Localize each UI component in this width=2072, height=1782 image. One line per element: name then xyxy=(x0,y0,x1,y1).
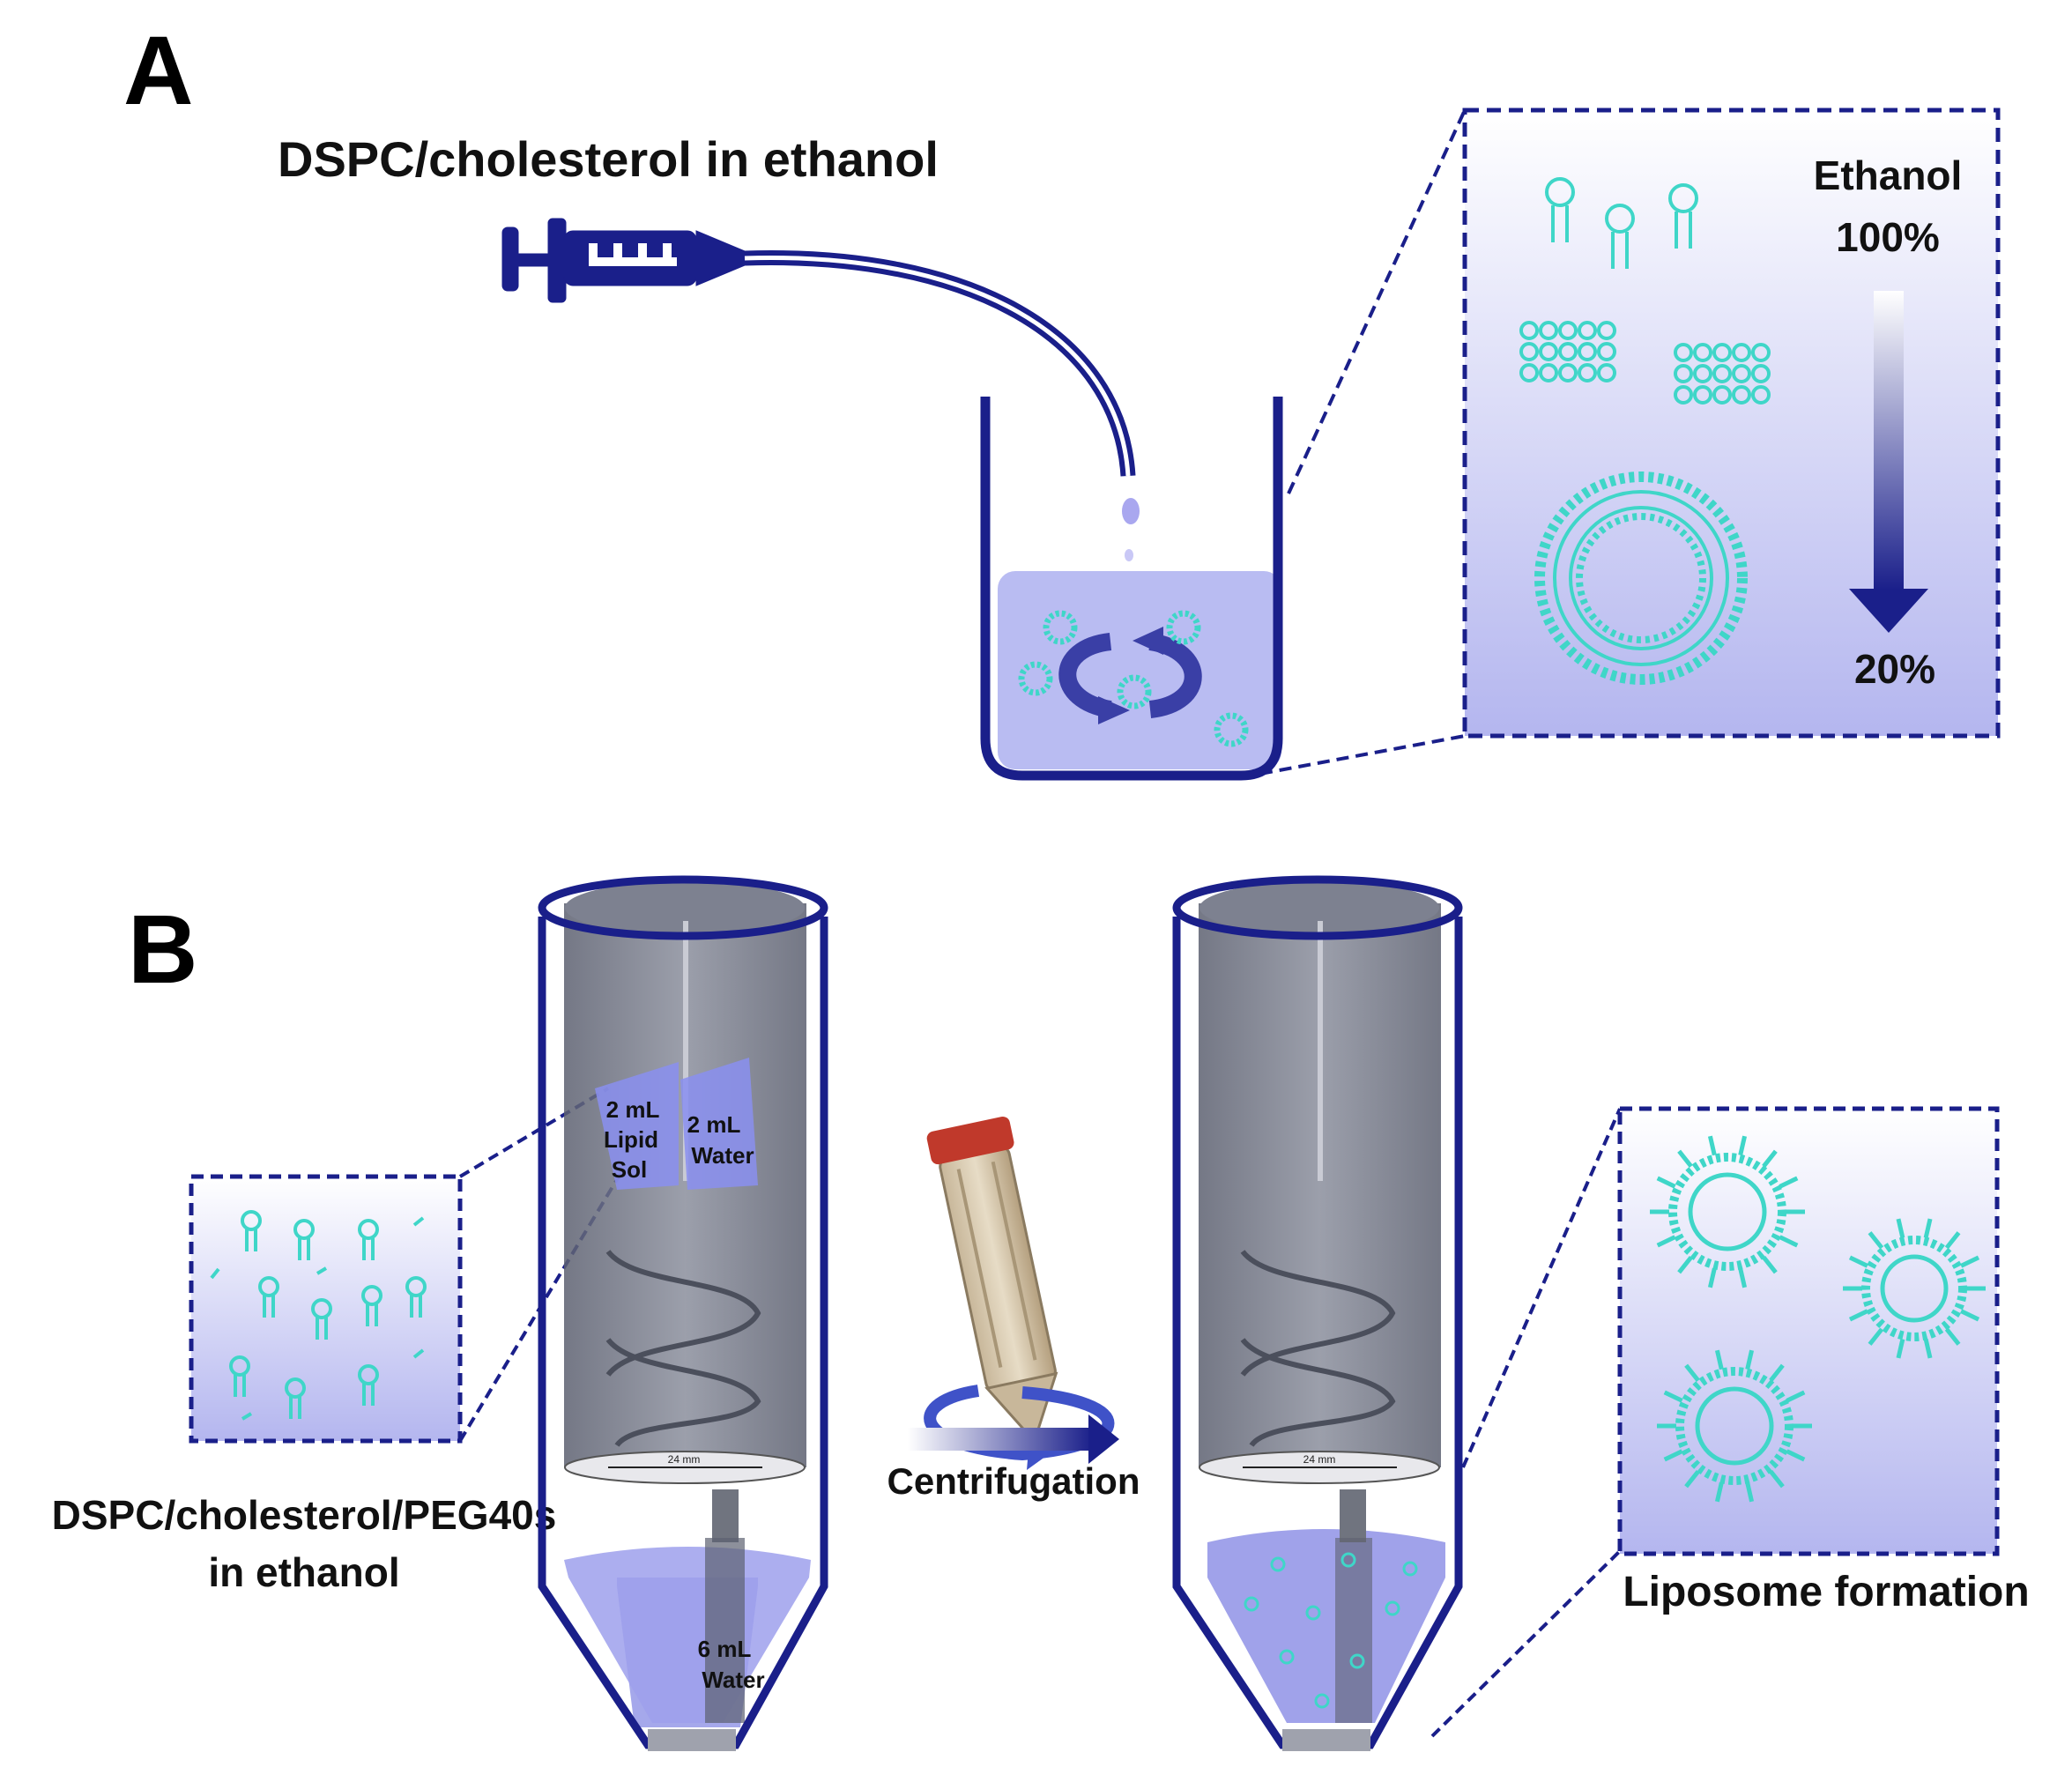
peg-liposome-icon xyxy=(1668,1153,1786,1271)
chamber1-line1: 2 mL xyxy=(606,1096,660,1123)
lipid-solution-label-line1: DSPC/cholesterol/PEG40s xyxy=(52,1492,557,1538)
peg-chain xyxy=(1684,1470,1700,1489)
syringe-tubing xyxy=(744,250,1136,477)
inset-ethanol-gradient: Ethanol 100% 20% xyxy=(1462,108,2001,739)
peg-chain xyxy=(1677,1256,1693,1274)
chamber2-line1: 2 mL xyxy=(687,1111,741,1138)
droplet xyxy=(1122,498,1140,524)
scale-bar-label: 24 mm xyxy=(1303,1453,1336,1466)
peg-chain xyxy=(1684,1363,1700,1382)
syringe-icon xyxy=(501,218,746,303)
peg-chain xyxy=(1738,1135,1748,1156)
peg-chain xyxy=(1786,1390,1806,1403)
peg-chain xyxy=(1656,1235,1676,1248)
liposome-formation-label: Liposome formation xyxy=(1623,1569,2029,1615)
peg-chain xyxy=(1677,1149,1693,1168)
peg-chain xyxy=(1923,1338,1933,1359)
inset-lipid-solution xyxy=(189,1174,463,1444)
beaker xyxy=(980,397,1283,781)
panel-b-letter: B xyxy=(128,895,197,1004)
ethanol-gradient-arrow xyxy=(1874,291,1904,590)
panel-a-letter: A xyxy=(123,17,193,125)
peg-chain xyxy=(1848,1255,1868,1268)
ethanol-label: Ethanol xyxy=(1814,152,1963,198)
peg-chain xyxy=(1769,1470,1785,1489)
peg-chain xyxy=(1896,1338,1905,1359)
peg-chain xyxy=(1779,1235,1799,1248)
bottom-water-line2: Water xyxy=(702,1667,764,1693)
peg-chain xyxy=(1762,1256,1778,1274)
peg-liposome-icon xyxy=(1675,1367,1794,1485)
peg-chain xyxy=(1923,1218,1933,1239)
inset-liposome-formation xyxy=(1617,1106,2000,1556)
tube-before-centrifugation: 2 mL Lipid Sol 2 mL Water 6 mL Water 24 … xyxy=(538,875,828,1751)
peg-chain xyxy=(1868,1327,1884,1346)
peg-chain xyxy=(1769,1363,1785,1382)
peg-chain xyxy=(1745,1481,1755,1503)
peg-liposome-icon xyxy=(1861,1236,1967,1341)
peg-chain xyxy=(1868,1231,1884,1250)
process-arrow xyxy=(908,1428,1093,1451)
chamber1-line2: Lipid xyxy=(604,1126,658,1153)
peg-chain xyxy=(1779,1176,1799,1189)
peg-chain xyxy=(1707,1135,1717,1156)
peg-chain xyxy=(1786,1449,1806,1462)
ethanol-end-percent: 20% xyxy=(1854,646,1935,692)
peg-chain xyxy=(1960,1309,1980,1322)
panel-a: A DSPC/cholesterol in ethanol xyxy=(123,17,2001,781)
liposome-icon xyxy=(1534,471,1748,685)
scale-bar-label: 24 mm xyxy=(668,1453,701,1466)
peg-chain xyxy=(1707,1267,1717,1288)
peg-chain xyxy=(1896,1218,1905,1239)
peg-chain xyxy=(1714,1349,1724,1370)
peg-chain xyxy=(1663,1390,1683,1403)
peg-chain xyxy=(1762,1149,1778,1168)
bottom-water-line1: 6 mL xyxy=(698,1636,752,1662)
peg-chain xyxy=(1738,1267,1748,1288)
tube-after-centrifugation: 24 mm xyxy=(1172,875,1463,1751)
chamber1-line3: Sol xyxy=(612,1156,647,1183)
centrifugation-label: Centrifugation xyxy=(887,1460,1140,1502)
panel-b: B DSPC/cholesterol/PEG40s in ethanol xyxy=(52,875,2030,1751)
syringe-label: DSPC/cholesterol in ethanol xyxy=(278,131,939,187)
peg-chain xyxy=(1656,1176,1676,1189)
peg-chain xyxy=(1944,1231,1961,1250)
centrifugation-step: Centrifugation xyxy=(887,1116,1140,1502)
peg-chain xyxy=(1714,1481,1724,1503)
peg-chain xyxy=(1960,1255,1980,1268)
peg-chain xyxy=(1745,1349,1755,1370)
peg-chain xyxy=(1848,1309,1868,1322)
peg-chain xyxy=(1663,1449,1683,1462)
chamber2-line2: Water xyxy=(691,1142,754,1169)
lipid-solution-label-line2: in ethanol xyxy=(208,1549,399,1595)
droplet xyxy=(1125,549,1133,561)
peg-chain xyxy=(1944,1327,1961,1346)
ethanol-start-percent: 100% xyxy=(1836,214,1940,260)
